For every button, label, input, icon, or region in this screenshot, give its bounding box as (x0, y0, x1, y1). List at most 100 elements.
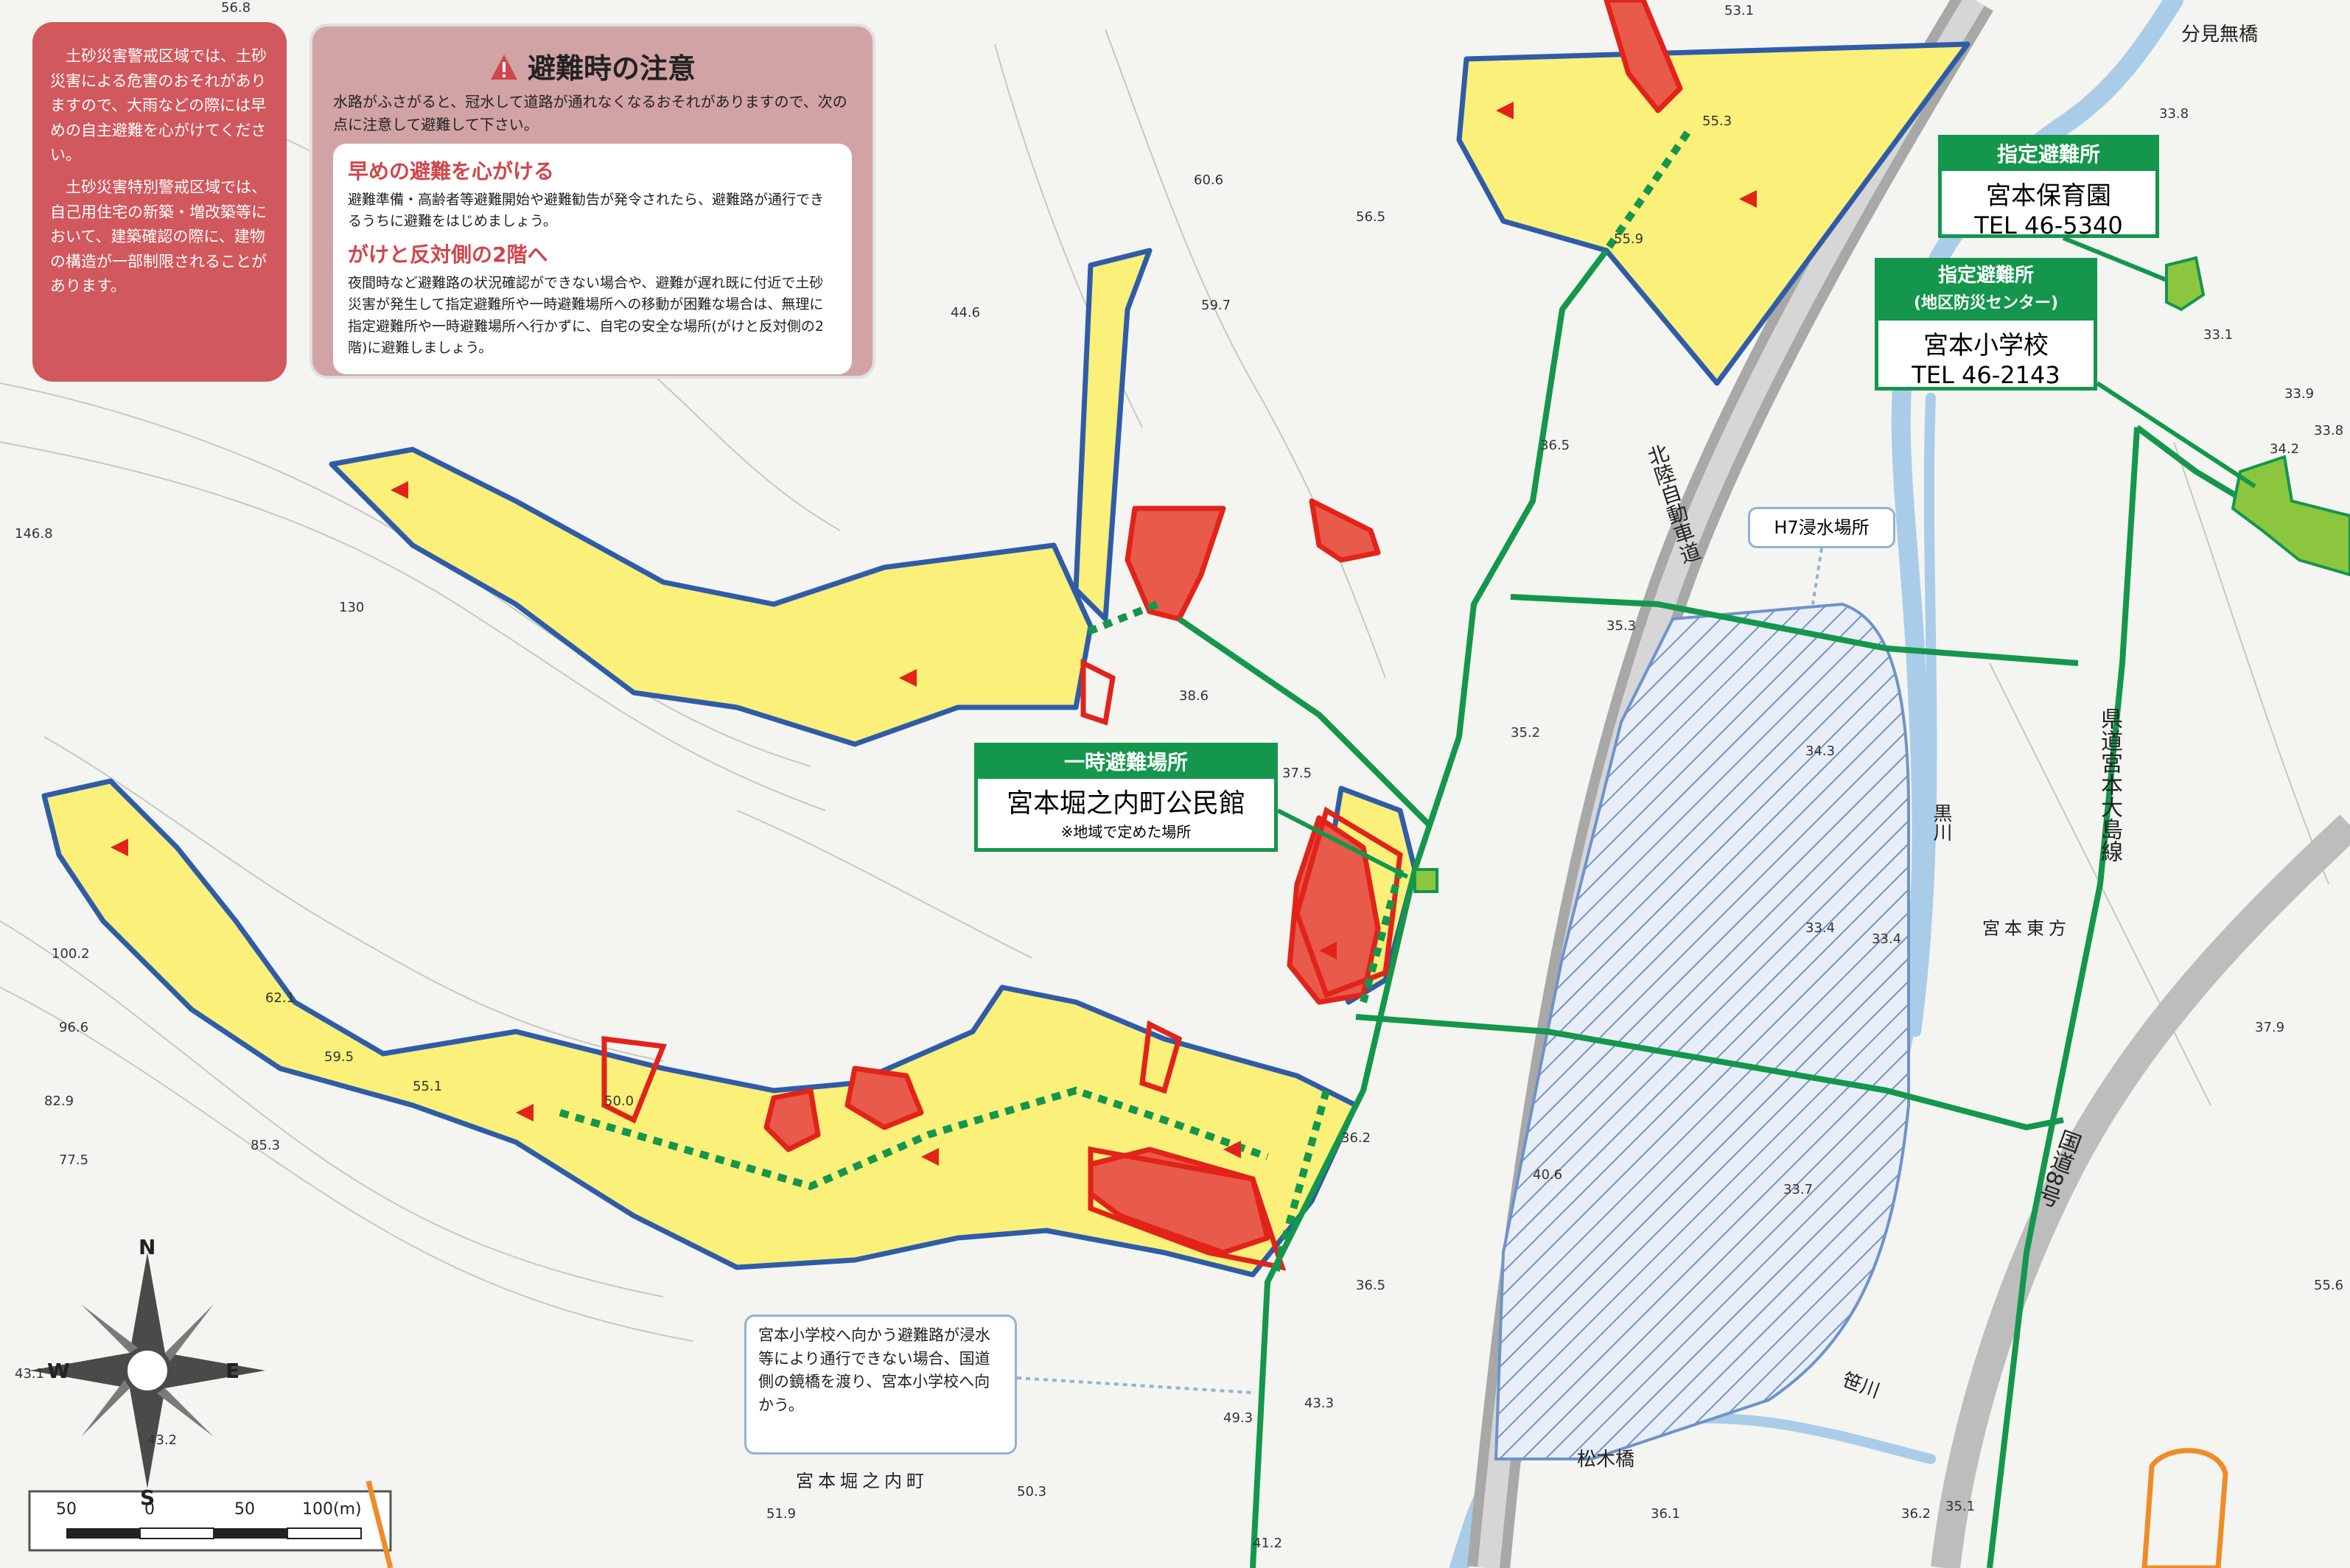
special-zone-4 (1287, 815, 1381, 1005)
evacuation-routes-dashed (559, 130, 1691, 1276)
compass-north: N (139, 1235, 156, 1259)
shelter-buildings (1413, 256, 2350, 893)
shelter-type: 一時避難場所 (978, 746, 1274, 779)
elevation-label: 33.1 (2203, 327, 2233, 343)
elevation-label: 146.8 (15, 526, 53, 542)
elevation-label: 53.1 (1724, 3, 1754, 18)
elevation-label: 43.1 (15, 1366, 44, 1382)
elevation-label: 50.0 (604, 1093, 634, 1109)
elevation-label: 51.9 (766, 1506, 796, 1522)
special-zone-paragraph: 土砂災害特別警戒区域では、自己用住宅の新築・増改築等において、建築確認の際に、建… (50, 178, 267, 295)
evacuation-routes (1177, 248, 2272, 1568)
special-zone-5 (844, 1065, 924, 1130)
river-label-kuro: 黒川 (1930, 803, 1952, 841)
caution-title-text: 避難時の注意 (527, 52, 696, 85)
hoikuen-building (2165, 256, 2206, 312)
elevation-label: 36.2 (1341, 1130, 1371, 1146)
shelter-name: 宮本小学校 (1923, 331, 2049, 360)
shelter-card-school: 指定避難所 (地区防災センター) 宮本小学校 TEL 46-2143 (1875, 258, 2097, 391)
elevation-label: 59.7 (1201, 298, 1231, 313)
elevation-label: 36.2 (1901, 1506, 1931, 1522)
upstairs-heading: がけと反対側の2階へ (348, 242, 548, 267)
elevation-label: 56.5 (1356, 209, 1385, 225)
bridge-label-bunkenashi: 分見無橋 (2181, 24, 2259, 46)
zone-outlines-red (601, 659, 1403, 1271)
elevation-label: 130 (339, 600, 364, 615)
elevation-label: 35.3 (1606, 618, 1636, 634)
elevation-label: 37.9 (2255, 1020, 2284, 1035)
bridge-label-matsuki: 松木橋 (1577, 1449, 1635, 1471)
flood-location-label: H7浸水場所 (1748, 507, 1895, 548)
shelter-note: ※地域で定めた場所 (1060, 823, 1192, 841)
elevation-label: 85.3 (251, 1138, 280, 1153)
elevation-label: 55.6 (2314, 1278, 2343, 1293)
elevation-label: 96.6 (59, 1020, 88, 1035)
caution-intro: 水路がふさがると、冠水して道路が通れなくなるおそれがありますので、次の点に注意し… (333, 93, 847, 133)
scale-label: 50 (234, 1500, 255, 1519)
shelter-name: 宮本保育園 (1986, 181, 2111, 211)
scale-label: 50 (56, 1500, 77, 1519)
elevation-label: 55.3 (1702, 113, 1732, 129)
caution-title: 避難時の注意 (333, 46, 852, 86)
compass-east: E (225, 1359, 240, 1383)
scale-bar (28, 1490, 392, 1552)
scale-label: 0 (144, 1500, 155, 1519)
early-evacuation-body: 避難準備・高齢者等避難開始や避難勧告が発令されたら、避難路が通行できるうちに避難… (348, 192, 825, 230)
shelter-subtype-label: (地区防災センター) (1913, 294, 2059, 312)
district-label-miyamoto-higashi: 宮本東方 (1982, 918, 2071, 939)
scale-label: 100(m) (302, 1500, 362, 1519)
evacuation-caution-panel: 避難時の注意 水路がふさがると、冠水して道路が通れなくなるおそれがありますので、… (310, 24, 875, 379)
shelter-card-hoikuen: 指定避難所 宮本保育園 TEL 46-5340 (1938, 135, 2159, 239)
shelter-phone: TEL 46-5340 (1974, 211, 2123, 239)
elevation-label: 60.6 (1194, 172, 1223, 188)
shelter-card-temporary: 一時避難場所 宮本堀之内町公民館 ※地域で定めた場所 (974, 743, 1278, 852)
compass-west: W (47, 1359, 70, 1383)
compass-rose (29, 1253, 265, 1488)
warning-zone-note-panel: 土砂災害警戒区域では、土砂災害による危害のおそれがありますので、大雨などの際には… (32, 22, 287, 382)
alternate-route-note: 宮本小学校へ向かう避難路が浸水等により通行できない場合、国道側の鏡橋を渡り、宮本… (744, 1315, 1017, 1455)
elevation-label: 35.2 (1511, 725, 1540, 741)
river-kuro (1911, 393, 1937, 1037)
elevation-label: 49.3 (1223, 1410, 1253, 1426)
elevation-label: 34.2 (2270, 441, 2299, 457)
elevation-label: 55.1 (413, 1079, 442, 1094)
caution-detail-box: 早めの避難を心がける 避難準備・高齢者等避難開始や避難勧告が発令されたら、避難路… (333, 144, 852, 374)
school-building (2231, 455, 2350, 577)
elevation-label: 40.6 (1533, 1167, 1562, 1183)
elevation-label: 44.6 (951, 305, 980, 321)
elevation-label: 36.1 (1651, 1506, 1680, 1522)
elevation-label: 38.6 (1179, 688, 1209, 704)
elevation-label: 50.3 (1017, 1484, 1046, 1499)
elevation-label: 43.3 (1304, 1396, 1334, 1411)
evacuation-arrows (111, 102, 1757, 1166)
special-zone-3 (1309, 498, 1381, 563)
note-leaders (1016, 547, 1823, 1394)
shelter-name: 宮本堀之内町公民館 (1006, 788, 1245, 819)
special-zone-2 (1125, 505, 1226, 622)
special-zone-7 (763, 1088, 821, 1152)
shelter-type: 指定避難所 (地区防災センター) (1878, 262, 2094, 321)
upstairs-body: 夜間時など避難路の状況確認ができない場合や、避難が遅れ既に付近で土砂災害が発生し… (348, 274, 824, 357)
elevation-label: 33.4 (1872, 931, 1901, 947)
shelter-phone: TEL 46-2143 (1912, 361, 2060, 389)
elevation-label: 82.9 (44, 1093, 74, 1109)
warning-triangle-icon (490, 55, 517, 80)
shelter-leaders (1276, 236, 2256, 879)
elevation-label: 56.8 (221, 0, 251, 15)
compass-south: S (140, 1485, 155, 1510)
elevation-label: 36.5 (1540, 438, 1570, 453)
flood-area (1494, 602, 1910, 1460)
district-label-horinouchi: 宮本堀之内町 (796, 1471, 929, 1491)
elevation-label: 41.2 (1253, 1536, 1282, 1551)
elevation-label: 33.8 (2314, 423, 2343, 438)
elevation-label: 43.2 (147, 1432, 177, 1448)
elevation-label: 62.1 (265, 990, 295, 1006)
elevation-label: 33.4 (1805, 920, 1835, 936)
elevation-label: 100.2 (52, 946, 90, 962)
shelter-type-label: 指定避難所 (1937, 265, 2034, 287)
elevation-label: 36.5 (1356, 1278, 1385, 1293)
elevation-label: 59.5 (324, 1049, 354, 1065)
special-zone-1 (1604, 0, 1683, 113)
elevation-label: 33.8 (2159, 106, 2189, 122)
